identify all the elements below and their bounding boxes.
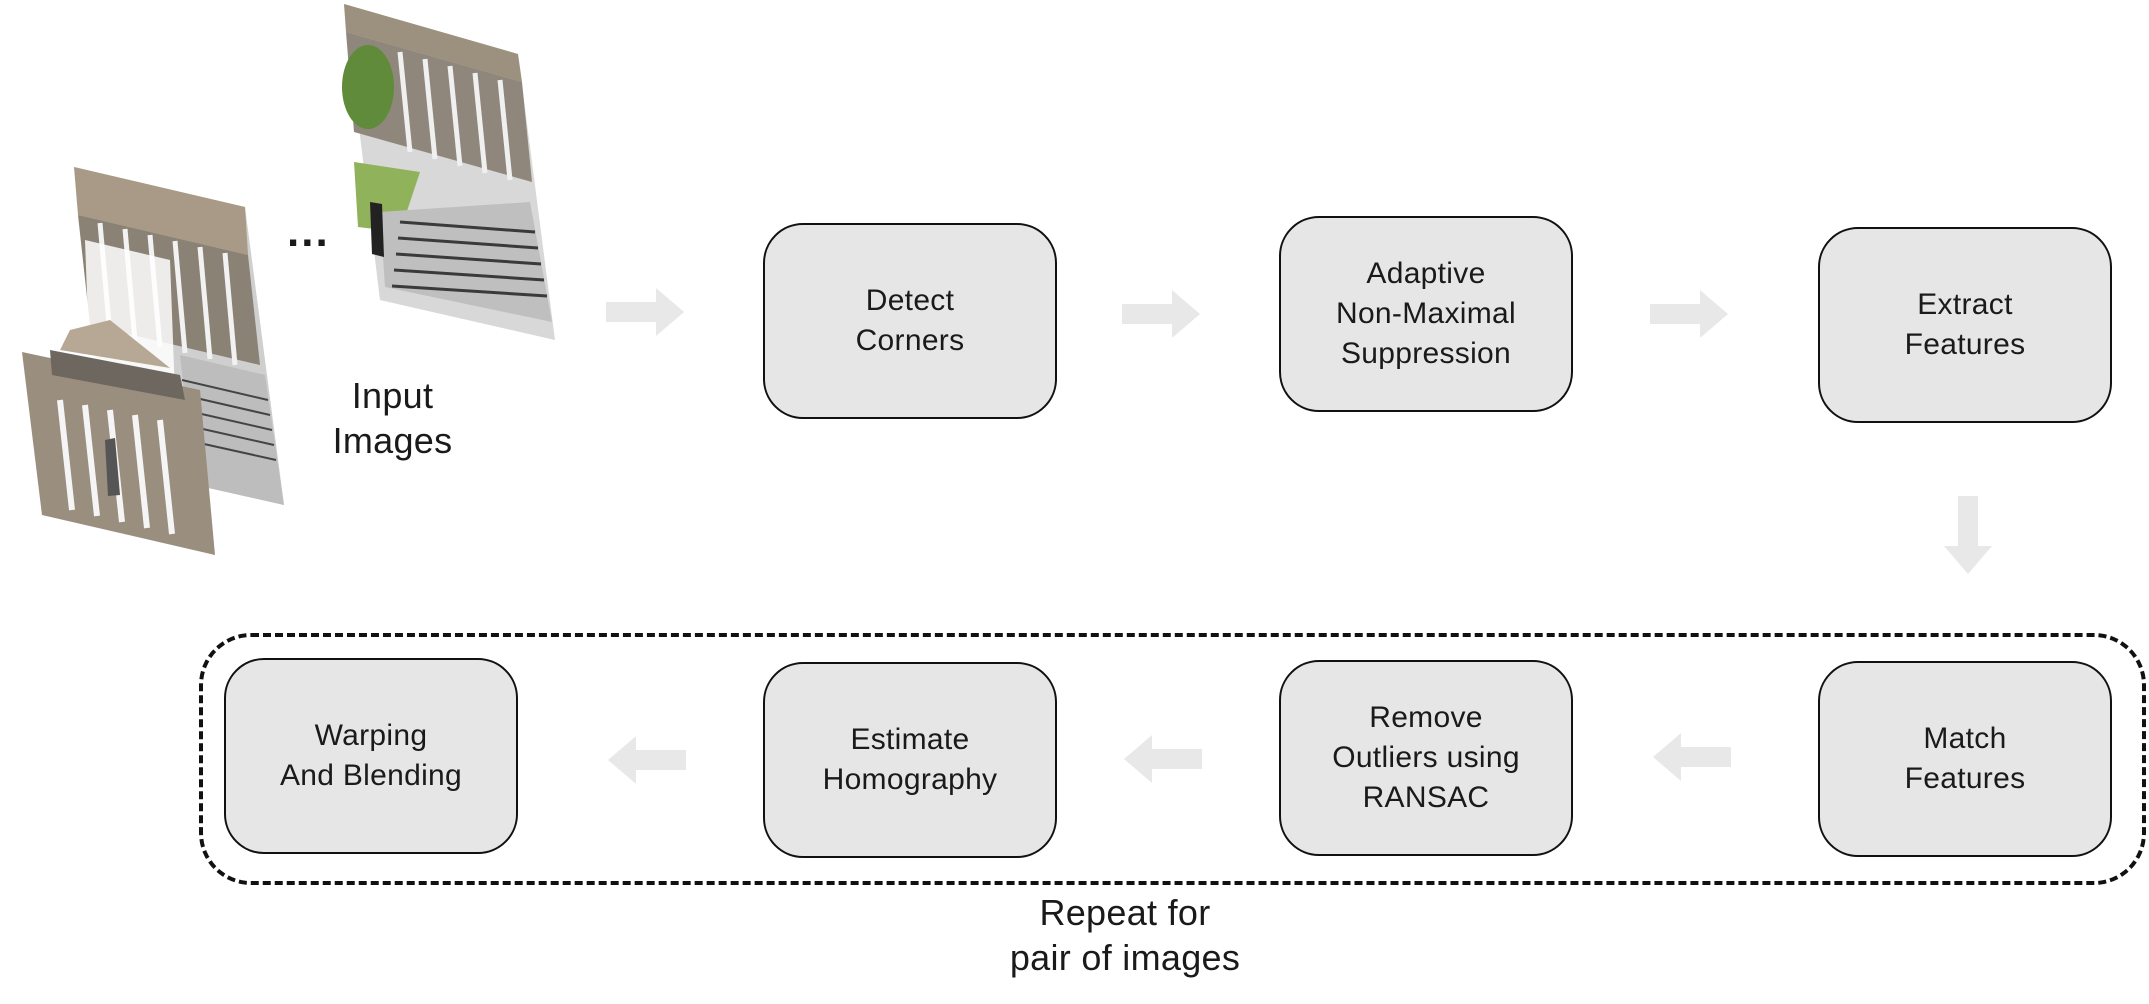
repeat-loop-region xyxy=(199,633,2146,885)
remove-outliers-box: Remove Outliers using RANSAC xyxy=(1279,660,1573,856)
estimate-homography-label: Estimate Homography xyxy=(822,723,998,796)
arrow-left-icon xyxy=(1124,735,1202,783)
warping-blending-box: Warping And Blending xyxy=(224,658,518,854)
input-images-caption: Input Images xyxy=(332,375,453,461)
extract-features-box: Extract Features xyxy=(1818,227,2112,423)
remove-outliers-label: Remove Outliers using RANSAC xyxy=(1332,701,1520,814)
input-image-n xyxy=(342,4,555,340)
arrow-right-icon xyxy=(1122,290,1200,338)
anms-box: Adaptive Non-Maximal Suppression xyxy=(1279,216,1573,412)
estimate-homography-box: Estimate Homography xyxy=(763,662,1057,858)
arrow-left-icon xyxy=(608,736,686,784)
more-images-ellipsis: ... xyxy=(287,207,330,256)
arrow-right-icon xyxy=(606,288,684,336)
match-features-label: Match Features xyxy=(1904,722,2026,795)
arrow-left-icon xyxy=(1653,733,1731,781)
repeat-caption: Repeat for pair of images xyxy=(1009,892,1241,978)
anms-label: Adaptive Non-Maximal Suppression xyxy=(1335,257,1516,370)
arrow-down-icon xyxy=(1944,496,1992,574)
match-features-box: Match Features xyxy=(1818,661,2112,857)
arrow-right-icon xyxy=(1650,290,1728,338)
detect-corners-label: Detect Corners xyxy=(855,284,965,357)
input-image-2 xyxy=(22,320,215,555)
extract-features-label: Extract Features xyxy=(1904,288,2026,361)
warping-blending-label: Warping And Blending xyxy=(279,719,463,792)
detect-corners-box: Detect Corners xyxy=(763,223,1057,419)
